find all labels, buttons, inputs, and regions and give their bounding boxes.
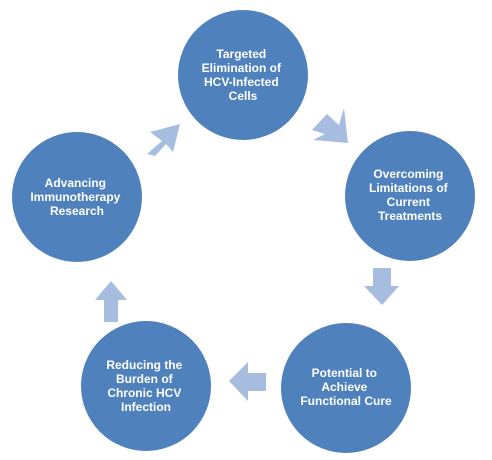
label-line: Functional Cure <box>300 394 392 408</box>
cycle-node-reducing-burden: Reducing the Burden of Chronic HCV Infec… <box>79 319 213 453</box>
label-line: Current <box>387 195 430 209</box>
label-line: Cells <box>229 89 258 103</box>
node-label-functional-cure: Potential to Achieve Functional Cure <box>300 366 392 408</box>
label-line: Treatments <box>378 209 442 223</box>
node-circle <box>79 319 213 453</box>
label-line: Targeted <box>216 47 266 61</box>
arrow-2-to-3-shape <box>364 268 399 305</box>
label-line: Potential to <box>312 366 377 380</box>
label-line: HCV-Infected <box>204 75 279 89</box>
label-line: Immunotherapy <box>30 190 120 204</box>
node-label-reducing-burden: Reducing the Burden of Chronic HCV Infec… <box>106 358 185 414</box>
label-line: Limitations of <box>369 181 449 195</box>
label-line: Advancing <box>45 176 106 190</box>
arrow-4-to-5-shape <box>95 281 127 322</box>
label-line: Elimination of <box>202 61 282 75</box>
cycle-node-targeted-elimination: Targeted Elimination of HCV-Infected Cel… <box>176 8 310 142</box>
label-line: Research <box>50 204 104 218</box>
label-line: Infection <box>121 400 171 414</box>
node-circle <box>279 321 413 455</box>
cycle-node-overcoming-limitations: Overcoming Limitations of Current Treatm… <box>343 129 477 263</box>
label-line: Overcoming <box>373 167 443 181</box>
node-circle <box>176 8 310 142</box>
node-label-overcoming-limitations: Overcoming Limitations of Current Treatm… <box>369 167 451 223</box>
node-label-advancing-research: Advancing Immunotherapy Research <box>30 176 123 218</box>
node-circle <box>343 129 477 263</box>
node-circle <box>10 130 144 264</box>
label-line: Reducing the <box>106 358 182 372</box>
cycle-node-advancing-research: Advancing Immunotherapy Research <box>10 130 144 264</box>
arrow-3-to-4-shape <box>229 362 266 401</box>
cycle-node-functional-cure: Potential to Achieve Functional Cure <box>279 321 413 455</box>
label-line: Burden of <box>116 372 174 386</box>
node-label-targeted-elimination: Targeted Elimination of HCV-Infected Cel… <box>202 47 285 103</box>
arrow-5-to-1-shape <box>147 124 180 156</box>
arrow-1-to-2-shape <box>312 108 348 143</box>
label-line: Achieve <box>321 380 367 394</box>
label-line: Chronic HCV <box>107 386 181 400</box>
